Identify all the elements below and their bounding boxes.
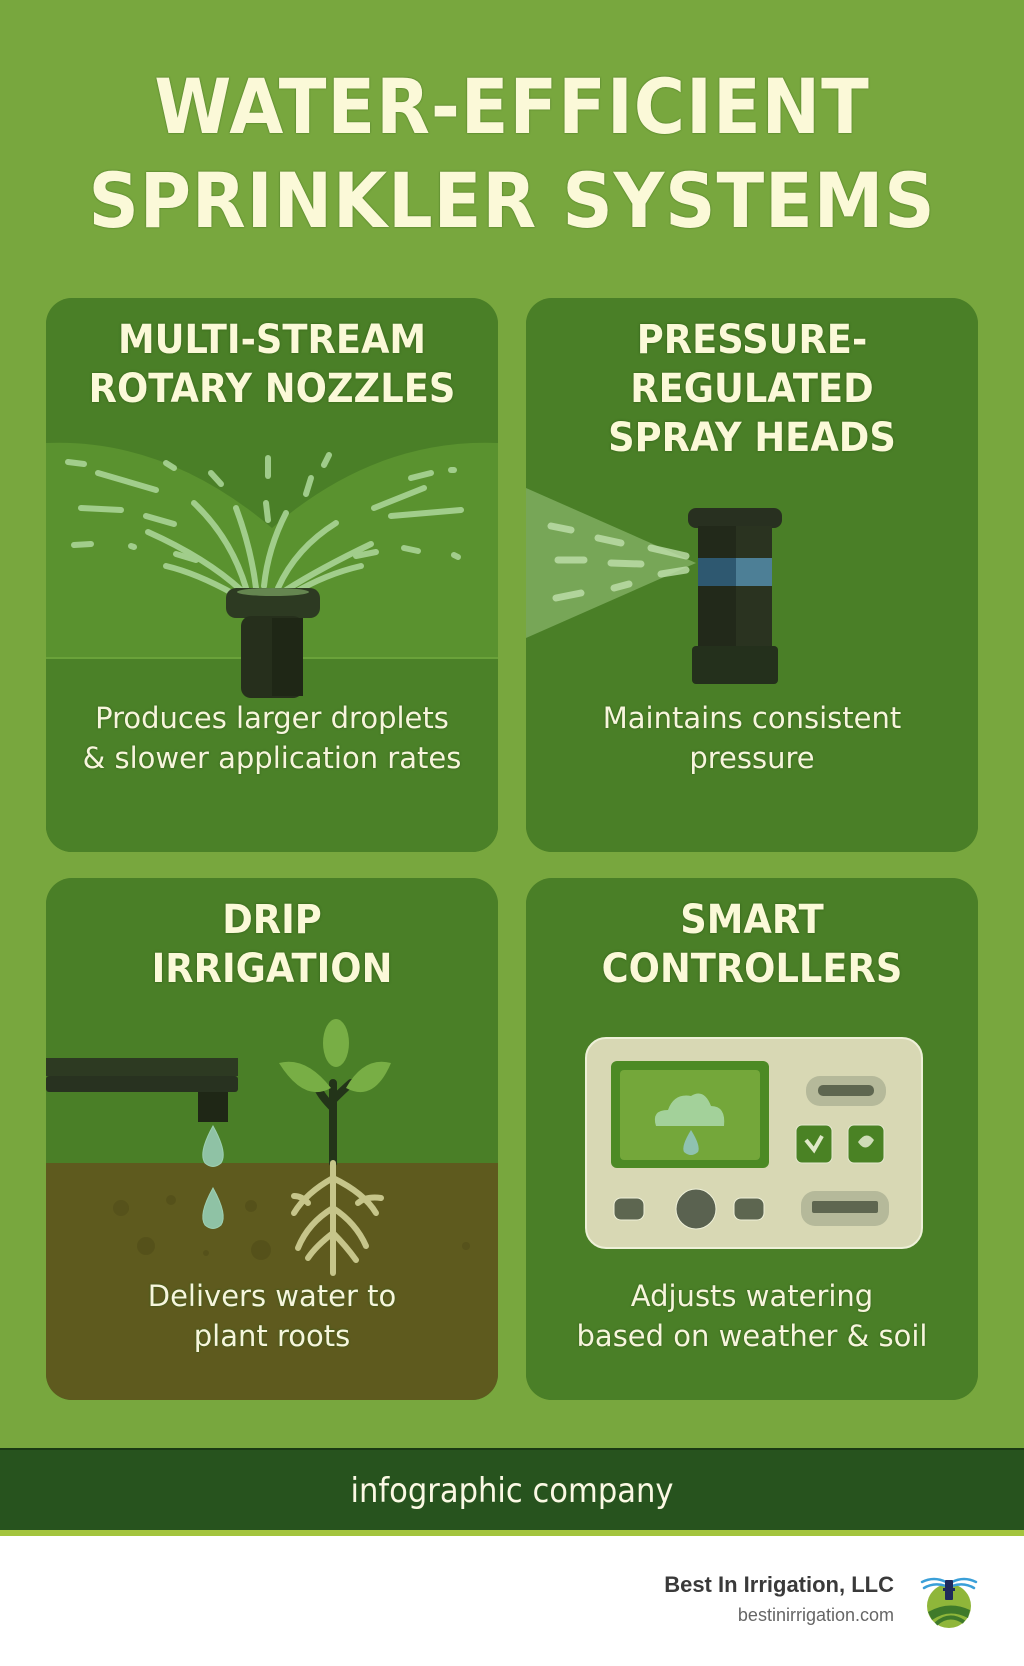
page-title: WATER-EFFICIENT SPRINKLER SYSTEMS — [41, 60, 983, 248]
title-line-1: WATER-EFFICIENT — [154, 62, 870, 151]
title-line-2: SPRINKLER SYSTEMS — [88, 156, 936, 245]
card-description: Produces larger droplets & slower applic… — [82, 701, 462, 775]
card-pressure-regulated: PRESSURE- REGULATED SPRAY HEADS Maintain… — [526, 298, 978, 852]
drip-emitter-plant-roots-icon — [46, 878, 498, 1400]
card-description: Delivers water to plant roots — [147, 1279, 397, 1353]
card-description: Adjusts watering based on weather & soil — [576, 1279, 928, 1353]
card-drip-irrigation: DRIP IRRIGATION Delivers water to plant … — [46, 878, 498, 1400]
infographic-poster: WATER-EFFICIENT SPRINKLER SYSTEMS — [0, 0, 1024, 1450]
footer-band: infographic company — [0, 1448, 1024, 1536]
card-heading: MULTI-STREAM ROTARY NOZZLES — [88, 317, 456, 412]
brand-url: bestinirrigation.com — [737, 1605, 894, 1625]
card-heading: PRESSURE- REGULATED SPRAY HEADS — [608, 317, 896, 461]
rotary-nozzle-spray-icon — [46, 298, 498, 852]
brand-name: Best In Irrigation, LLC — [664, 1572, 894, 1597]
smart-controller-weather-icon — [526, 878, 978, 1400]
card-rotary-nozzles: MULTI-STREAM ROTARY NOZZLES Produces lar… — [46, 298, 498, 852]
footer-label: infographic company — [350, 1471, 674, 1511]
sprinkler-field-logo-icon — [920, 1577, 978, 1628]
card-heading: DRIP IRRIGATION — [151, 897, 393, 992]
card-description: Maintains consistent pressure — [602, 701, 902, 775]
card-heading: SMART CONTROLLERS — [601, 897, 903, 992]
brand-block: Best In Irrigation, LLC bestinirrigation… — [664, 1570, 894, 1630]
pressure-regulated-spray-head-icon — [526, 298, 978, 852]
card-smart-controllers: SMART CONTROLLERS Adjusts watering based… — [526, 878, 978, 1400]
